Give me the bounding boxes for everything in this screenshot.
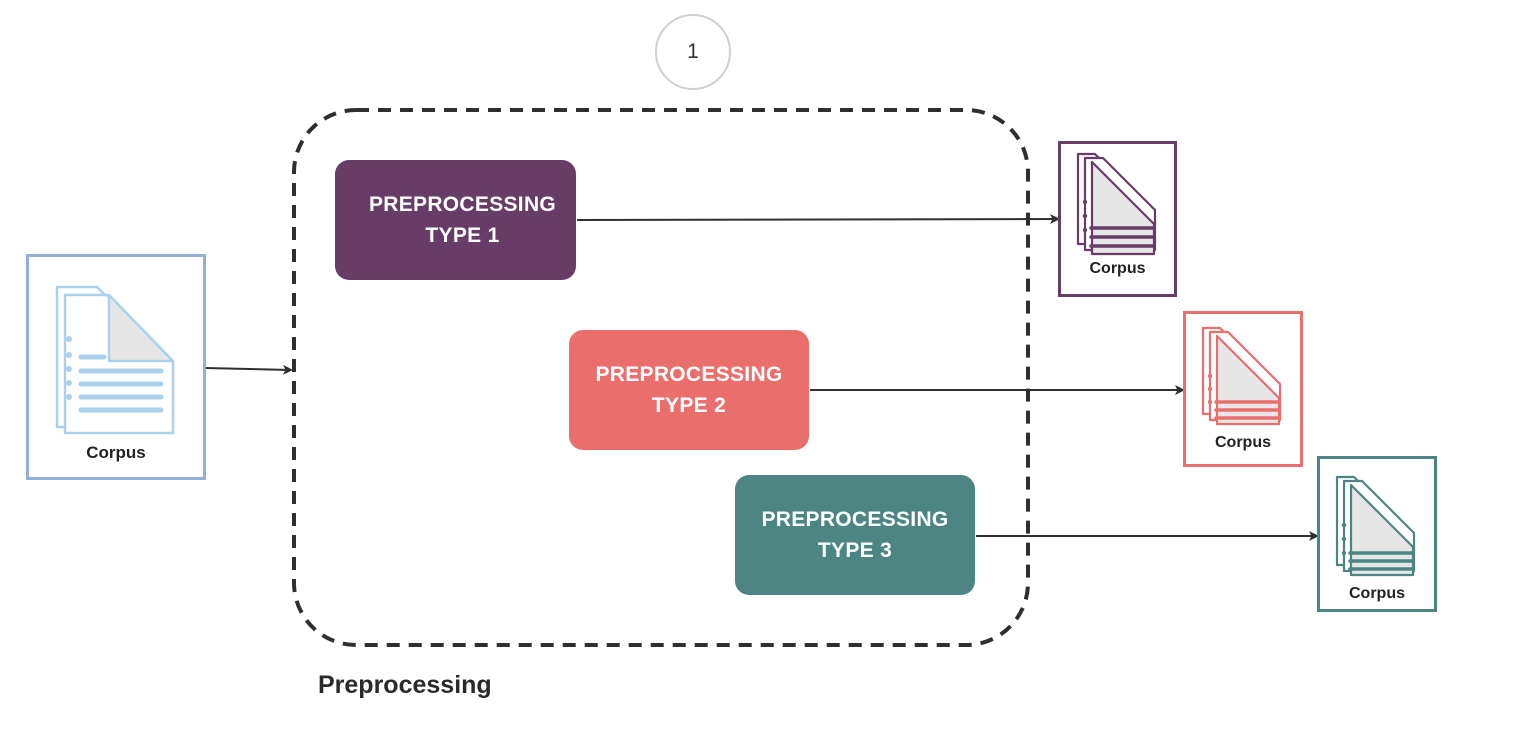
output-corpus-2-label: Corpus bbox=[1215, 434, 1271, 451]
process-3-line-1: PREPROCESSING bbox=[761, 508, 949, 531]
input-arrow bbox=[204, 364, 293, 375]
preprocessing-type-3-box: PREPROCESSING TYPE 3 bbox=[735, 475, 975, 595]
output-corpus-3-node: Corpus bbox=[1317, 456, 1437, 612]
input-corpus-node: Corpus bbox=[26, 254, 206, 480]
step-number: 1 bbox=[687, 40, 699, 63]
process-2-line-2: TYPE 2 bbox=[651, 394, 727, 417]
process-2-line-1: PREPROCESSING bbox=[595, 363, 783, 386]
process-1-line-2: TYPE 1 bbox=[425, 224, 500, 247]
document-stack-icon bbox=[55, 285, 175, 435]
output-corpus-3-label: Corpus bbox=[1349, 585, 1405, 602]
preprocessing-group-label: Preprocessing bbox=[318, 671, 492, 699]
preprocessing-group-border bbox=[292, 108, 1030, 647]
document-stack-icon bbox=[1335, 475, 1416, 577]
output-arrow-1 bbox=[576, 214, 1060, 225]
output-corpus-1-node: Corpus bbox=[1058, 141, 1177, 297]
document-stack-icon bbox=[1076, 152, 1157, 256]
input-corpus-label: Corpus bbox=[86, 443, 146, 462]
process-1-line-1: PREPROCESSING bbox=[368, 193, 557, 216]
preprocessing-type-2-box: PREPROCESSING TYPE 2 bbox=[569, 330, 809, 450]
process-3-line-2: TYPE 3 bbox=[817, 539, 893, 562]
output-corpus-1-label: Corpus bbox=[1089, 260, 1146, 277]
document-stack-icon bbox=[1201, 326, 1282, 426]
output-corpus-2-node: Corpus bbox=[1183, 311, 1303, 467]
preprocessing-type-1-box: PREPROCESSING TYPE 1 bbox=[335, 160, 576, 280]
step-number-badge: 1 bbox=[655, 14, 731, 90]
